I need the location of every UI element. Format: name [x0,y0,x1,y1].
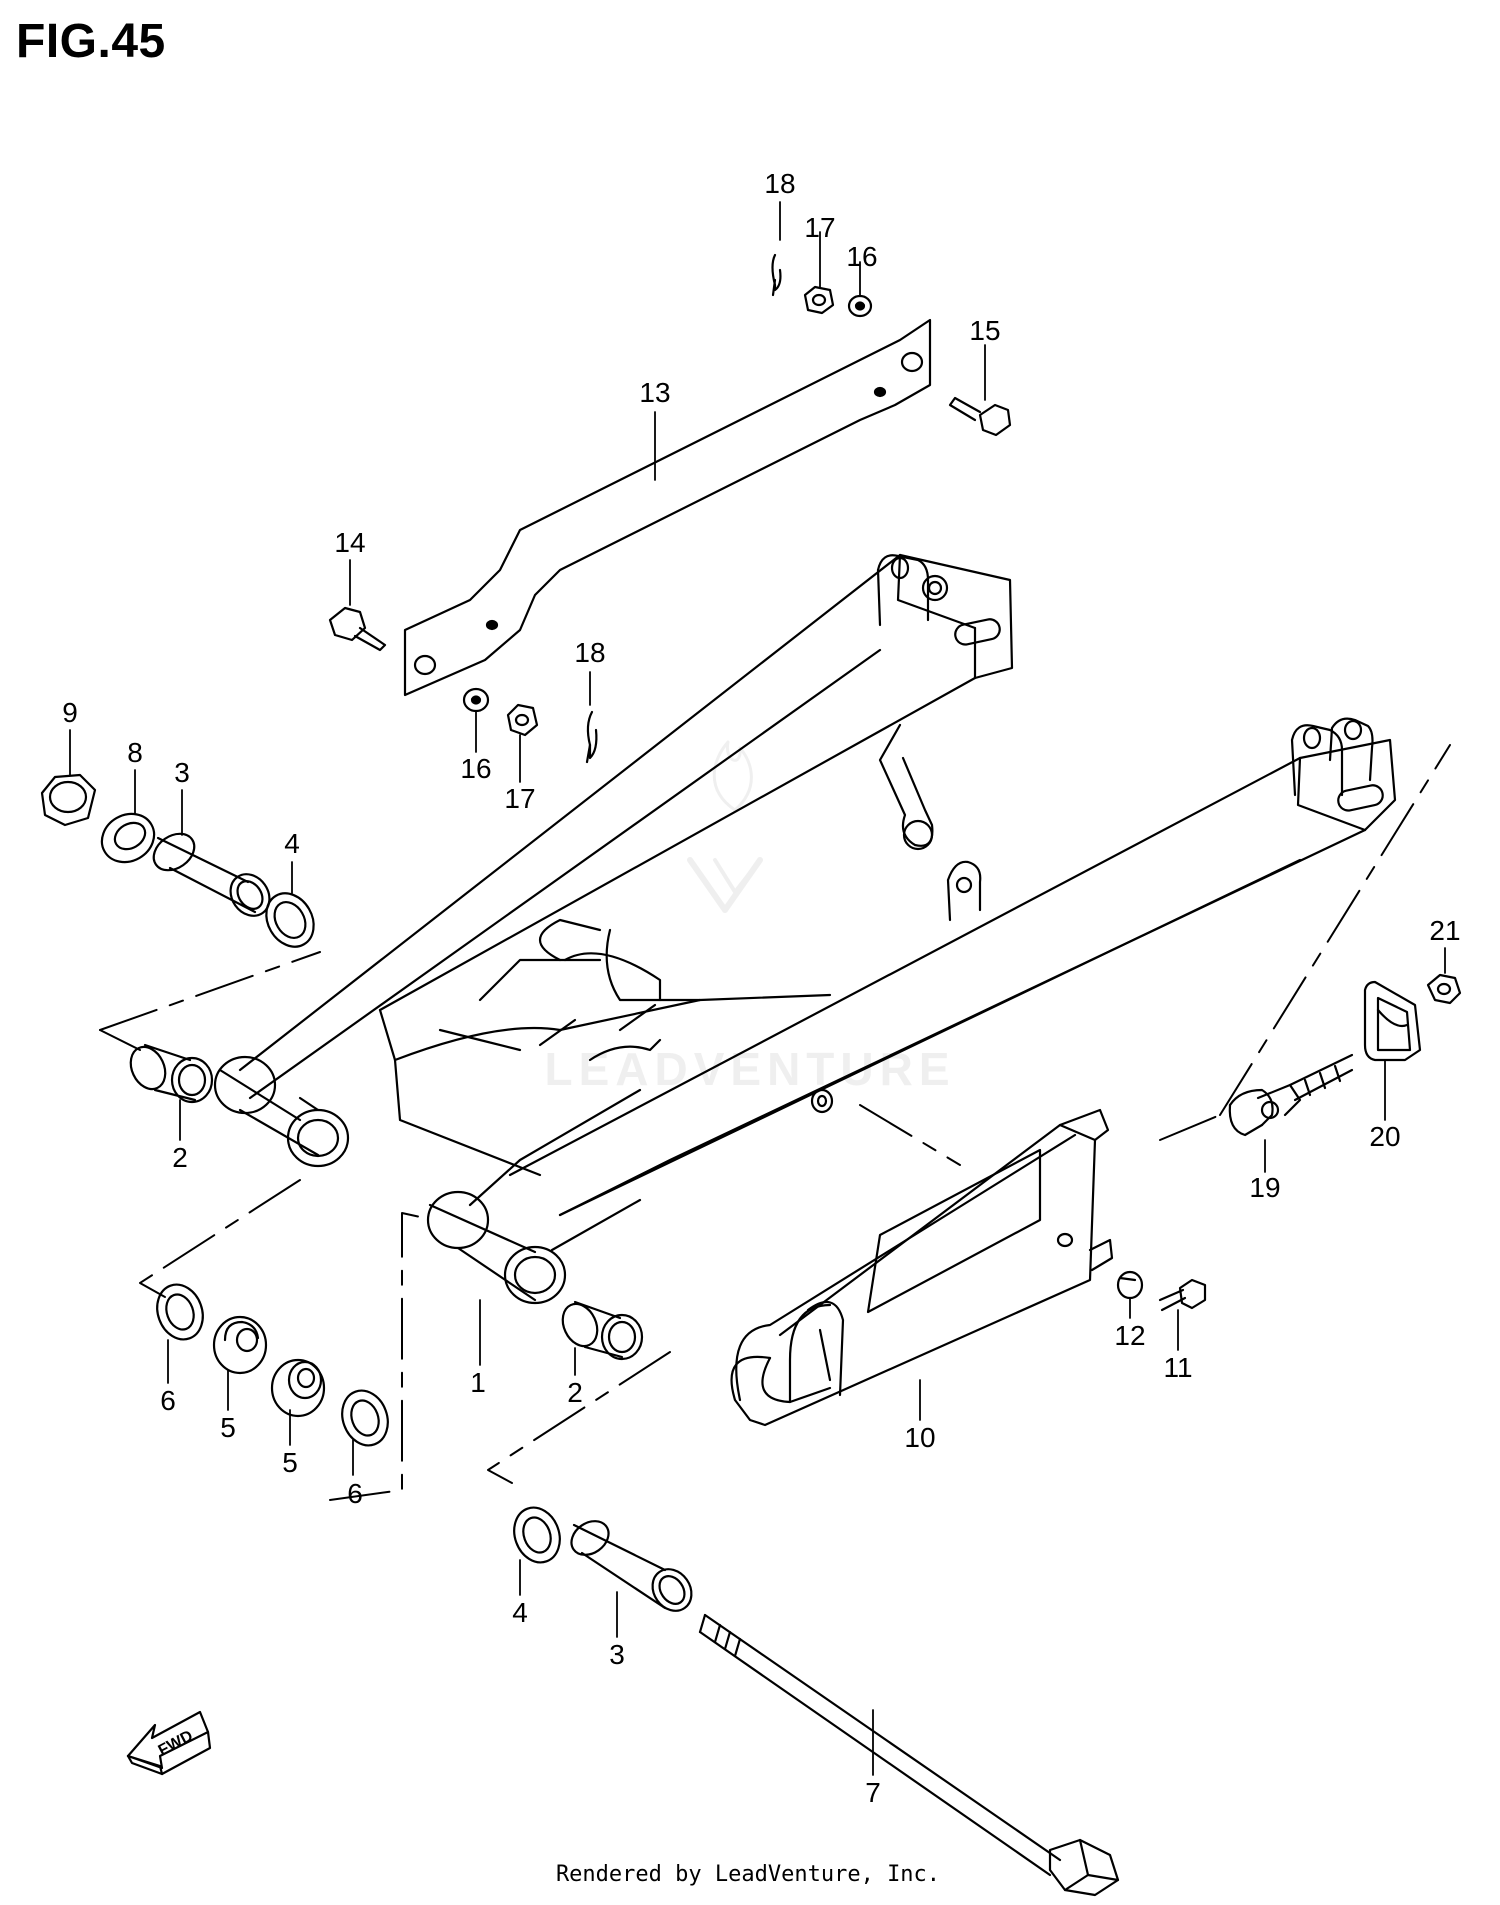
cotter-pin-part-18-top [771,253,782,297]
fwd-arrow-icon: FWD [126,1710,212,1776]
callout-6-left: 6 [160,1385,176,1416]
swingarm-washer [810,1088,834,1114]
nut-part-21 [1426,973,1462,1005]
footer-credit: Rendered by LeadVenture, Inc. [0,1862,1500,1887]
callout-21: 21 [1429,915,1460,946]
washer-part-16-top [847,294,873,318]
washer-part-6-left [156,1283,204,1341]
callout-13: 13 [639,377,670,408]
cotter-pin-part-18-mid [585,710,598,764]
callout-3-lower: 3 [609,1639,625,1670]
callout-20: 20 [1369,1121,1400,1152]
callout-2-lower: 2 [567,1377,583,1408]
washer-part-8 [100,812,156,864]
callout-15: 15 [969,315,1000,346]
callout-8: 8 [127,737,143,768]
leader-lines [69,201,1446,1776]
callout-4-lower: 4 [512,1597,528,1628]
callout-6-right: 6 [347,1478,363,1509]
figure-title: FIG.45 [16,15,166,68]
spacer-part-3-upper [152,832,271,917]
callout-18-top: 18 [764,168,795,199]
cap-part-5-right [270,1358,326,1418]
callout-16-top: 16 [846,241,877,272]
callout-17-mid: 17 [504,783,535,814]
callout-2-upper: 2 [172,1142,188,1173]
callout-11: 11 [1163,1352,1192,1383]
nut-part-9 [40,773,97,827]
callout-4-upper: 4 [284,828,300,859]
bolt-part-15 [948,396,1012,437]
callout-labels: 18 17 16 15 13 14 18 16 17 9 8 3 4 21 2 … [62,168,1460,1808]
cap-part-5-left [212,1315,268,1375]
assembly-dash-lines [99,744,1451,1501]
callout-1: 1 [470,1367,486,1398]
bushing-part-2-lower [561,1300,644,1361]
washer-part-4-lower [513,1506,561,1564]
leadventure-watermark: LEADVENTURE [544,740,955,1095]
swingarm-part-1 [213,553,1397,1305]
chain-adjuster-part-19 [1228,1053,1354,1137]
watermark-text: LEADVENTURE [544,1043,955,1095]
pivot-bolt-part-7 [698,1613,1120,1897]
bolt-part-14 [328,606,387,652]
spacer-part-3-lower [570,1520,693,1612]
callout-5-left: 5 [220,1412,236,1443]
nut-part-17-mid [506,703,539,737]
washer-part-4-upper [265,892,315,948]
bushing-part-2-upper [129,1043,214,1104]
torque-link-part-13 [403,318,932,697]
callout-3-upper: 3 [174,757,190,788]
adjuster-plate-part-20 [1363,980,1422,1062]
callout-14: 14 [334,527,365,558]
callout-16-mid: 16 [460,753,491,784]
callout-5-right: 5 [282,1447,298,1478]
callout-18-mid: 18 [574,637,605,668]
chain-guard-part-10 [730,1108,1114,1427]
callout-12: 12 [1114,1320,1145,1351]
washer-part-16-mid [462,687,490,713]
nut-part-17-top [803,285,835,315]
callout-19: 19 [1249,1172,1280,1203]
callout-9: 9 [62,697,78,728]
washer-part-6-right [341,1389,389,1447]
callout-10: 10 [904,1422,935,1453]
bolt-part-11 [1158,1278,1207,1312]
footer-text: Rendered by LeadVenture, Inc. [555,1862,941,1887]
spacer-part-12 [1116,1270,1144,1300]
callout-17-top: 17 [804,212,835,243]
callout-7: 7 [865,1777,881,1808]
